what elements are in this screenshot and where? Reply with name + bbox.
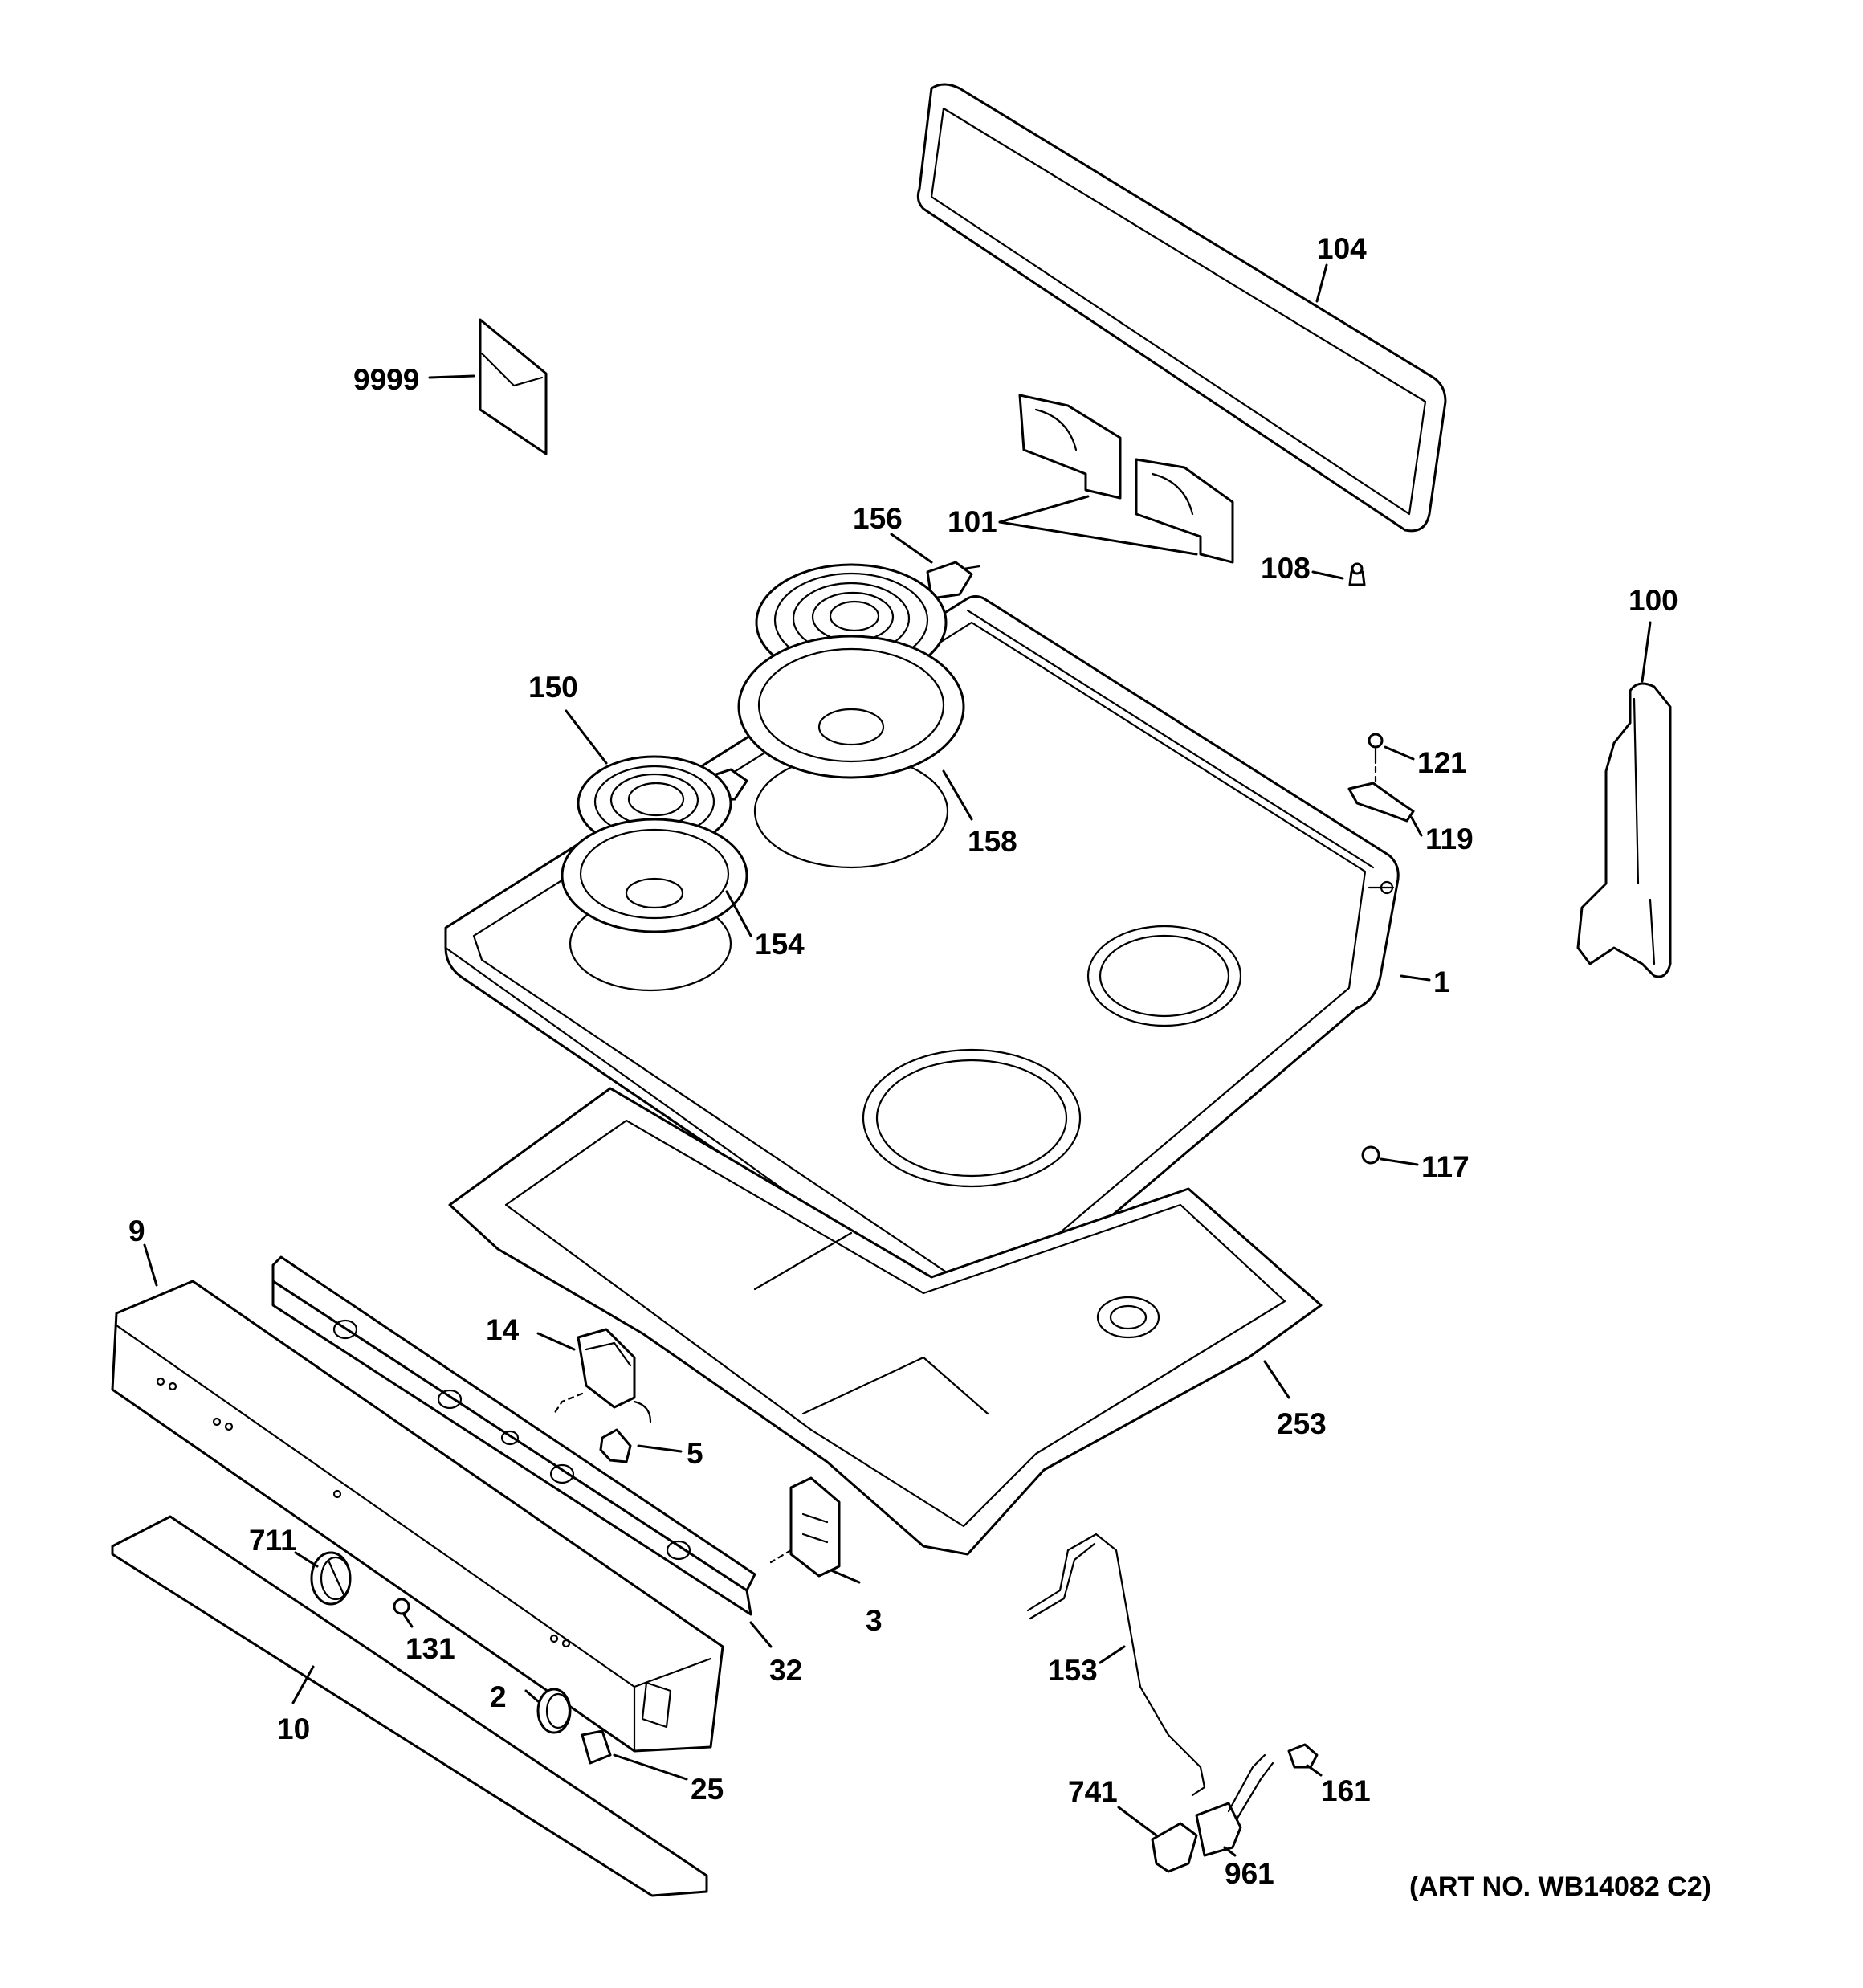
callout-5: 5 [687, 1437, 703, 1470]
part-101-brackets [1018, 394, 1234, 564]
part-131-screw [393, 1598, 410, 1615]
part-741-receptacle [1151, 1753, 1274, 1873]
part-153-wire [1026, 1533, 1206, 1797]
callout-108: 108 [1261, 552, 1311, 585]
part-2-knob [536, 1688, 572, 1734]
callout-961: 961 [1225, 1857, 1274, 1890]
callout-741: 741 [1068, 1775, 1118, 1808]
part-119-clip [1347, 782, 1415, 823]
callout-10: 10 [277, 1712, 310, 1745]
leader-lines [143, 263, 1652, 1857]
callout-32: 32 [769, 1654, 802, 1687]
callout-3: 3 [866, 1604, 883, 1637]
callout-101: 101 [948, 505, 997, 538]
callout-150: 150 [528, 671, 578, 704]
callout-100: 100 [1629, 584, 1678, 617]
part-154-drip-pan-small [561, 818, 748, 933]
callout-711: 711 [249, 1524, 297, 1557]
callout-154: 154 [755, 928, 805, 961]
callout-153: 153 [1048, 1654, 1098, 1687]
part-100-side-trim [1576, 682, 1672, 978]
callout-25: 25 [691, 1773, 724, 1806]
part-108-screw [1348, 562, 1366, 586]
part-32-panel-bracket [271, 1255, 756, 1616]
callout-158: 158 [968, 825, 1017, 858]
callout-131: 131 [406, 1632, 455, 1665]
callout-9999: 9999 [353, 363, 419, 396]
part-158-drip-pan-large [737, 635, 965, 779]
callout-121: 121 [1417, 746, 1467, 779]
callout-161: 161 [1321, 1774, 1371, 1807]
callout-14: 14 [486, 1313, 520, 1346]
part-117-nut [1361, 1145, 1380, 1165]
callout-119: 119 [1425, 823, 1474, 855]
callout-156: 156 [853, 502, 903, 535]
callout-labels: 104 9999 101 156 108 100 150 121 158 119… [128, 232, 1711, 1902]
part-9-control-panel [111, 1280, 724, 1753]
part-711-knob [310, 1551, 352, 1606]
callout-9: 9 [128, 1214, 145, 1247]
part-5-switch [599, 1428, 632, 1463]
callout-253: 253 [1277, 1407, 1327, 1440]
part-104-backsplash-trim [916, 83, 1447, 533]
part-10-trim-strip [111, 1515, 708, 1897]
part-14-infinite-switch [552, 1328, 652, 1423]
art-number: (ART NO. WB14082 C2) [1409, 1872, 1711, 1902]
part-25-switch [581, 1729, 612, 1765]
part-3-infinite-switch [769, 1476, 841, 1578]
callout-2: 2 [490, 1680, 507, 1713]
callout-1: 1 [1433, 965, 1450, 998]
callout-104: 104 [1317, 232, 1367, 265]
callout-117: 117 [1421, 1150, 1470, 1183]
part-253-burner-box [448, 1087, 1323, 1556]
part-161-nut [1287, 1743, 1319, 1769]
part-9999-literature [479, 318, 548, 455]
part-156-receptacle [926, 561, 981, 600]
